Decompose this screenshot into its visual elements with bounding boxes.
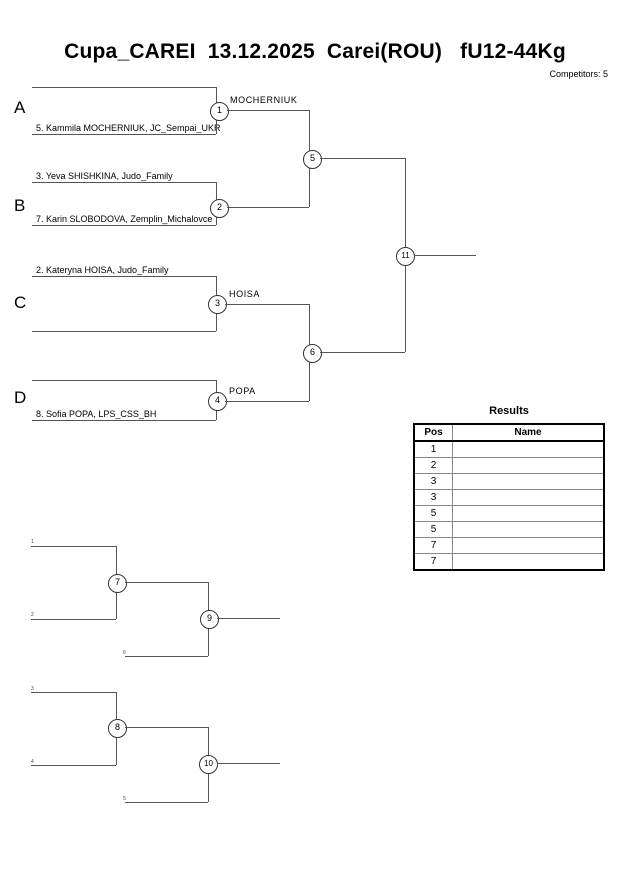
- slot-line-d1: [32, 380, 216, 381]
- slot-line-d2: [32, 420, 216, 421]
- results-col-pos: Pos: [413, 423, 453, 442]
- results-cell-name[interactable]: [452, 440, 605, 458]
- match-node-11[interactable]: 11: [396, 247, 415, 266]
- results-row: 1: [413, 440, 605, 458]
- results-cell-name[interactable]: [452, 553, 605, 571]
- slot-line-b1: [32, 182, 216, 183]
- results-col-name: Name: [452, 423, 605, 442]
- feed-line-8-to-10: [125, 727, 208, 728]
- match-node-2[interactable]: 2: [210, 199, 229, 218]
- feed-line-7-to-9: [125, 582, 208, 583]
- results-cell-name[interactable]: [452, 489, 605, 506]
- page-title: Cupa_CAREI 13.12.2025 Carei(ROU) fU12-44…: [64, 40, 566, 63]
- results-row: 7: [413, 553, 605, 571]
- results-cell-pos: 7: [413, 553, 453, 571]
- results-header-row: Pos Name: [413, 423, 605, 442]
- repechage-10-output-line: [217, 763, 280, 764]
- slot-line-a2: [32, 134, 216, 135]
- repechage-feed-label-3: 3: [31, 686, 34, 692]
- results-row: 2: [413, 457, 605, 474]
- slot-line-b2: [32, 225, 216, 226]
- results-cell-pos: 1: [413, 440, 453, 458]
- match-node-10[interactable]: 10: [199, 755, 218, 774]
- repechage-9-output-line: [217, 618, 280, 619]
- winner-label-match4: POPA: [229, 386, 256, 396]
- results-cell-name[interactable]: [452, 537, 605, 554]
- feed-line-1-to-5: [227, 110, 309, 111]
- match-node-3[interactable]: 3: [208, 295, 227, 314]
- repechage-line-8-bottom: [31, 765, 116, 766]
- final-output-line: [414, 255, 476, 256]
- results-cell-pos: 5: [413, 505, 453, 522]
- results-row: 5: [413, 521, 605, 538]
- entrant-name-b1: 3. Yeva SHISHKINA, Judo_Family: [36, 171, 173, 181]
- feed-line-5-to-11: [320, 158, 405, 159]
- results-cell-pos: 2: [413, 457, 453, 474]
- feed-line-5-to-10: [125, 802, 208, 803]
- feed-line-3-to-6: [225, 304, 309, 305]
- results-cell-name[interactable]: [452, 473, 605, 490]
- repechage-feed-label-2: 2: [31, 612, 34, 618]
- competitors-count: Competitors: 5: [549, 69, 608, 79]
- entrant-name-b2: 7. Karin SLOBODOVA, Zemplin_Michalovce: [36, 214, 213, 224]
- group-label-d: D: [14, 388, 27, 407]
- repechage-feed-label-1: 1: [31, 539, 34, 545]
- match-node-5[interactable]: 5: [303, 150, 322, 169]
- group-label-b: B: [14, 196, 26, 215]
- results-cell-pos: 5: [413, 521, 453, 538]
- match-node-1[interactable]: 1: [210, 102, 229, 121]
- repechage-feed-label-4: 4: [31, 759, 34, 765]
- slot-line-c1: [32, 276, 216, 277]
- winner-label-match3: HOISA: [229, 289, 261, 299]
- results-row: 3: [413, 473, 605, 490]
- repechage-line-7-bottom: [31, 619, 116, 620]
- feed-line-6-to-9: [125, 656, 208, 657]
- results-cell-name[interactable]: [452, 457, 605, 474]
- match-node-7[interactable]: 7: [108, 574, 127, 593]
- match-node-8[interactable]: 8: [108, 719, 127, 738]
- slot-line-c2: [32, 331, 216, 332]
- feed-line-4-to-6: [225, 401, 309, 402]
- repechage-feed-label-6: 6: [123, 650, 126, 656]
- results-cell-name[interactable]: [452, 505, 605, 522]
- results-cell-pos: 3: [413, 473, 453, 490]
- feed-line-6-to-11: [320, 352, 405, 353]
- match-node-6[interactable]: 6: [303, 344, 322, 363]
- results-row: 3: [413, 489, 605, 506]
- results-cell-name[interactable]: [452, 521, 605, 538]
- repechage-line-8-top: [31, 692, 116, 693]
- match-node-9[interactable]: 9: [200, 610, 219, 629]
- results-row: 5: [413, 505, 605, 522]
- group-label-c: C: [14, 293, 27, 312]
- entrant-name-a2: 5. Kammila MOCHERNIUK, JC_Sempai_UKR: [36, 123, 221, 133]
- results-cell-pos: 3: [413, 489, 453, 506]
- results-row: 7: [413, 537, 605, 554]
- repechage-line-7-top: [31, 546, 116, 547]
- entrant-name-d2: 8. Sofia POPA, LPS_CSS_BH: [36, 409, 157, 419]
- repechage-feed-label-5: 5: [123, 796, 126, 802]
- winner-label-match1: MOCHERNIUK: [230, 95, 298, 105]
- slot-line-a1: [32, 87, 216, 88]
- results-title: Results: [489, 405, 529, 417]
- results-cell-pos: 7: [413, 537, 453, 554]
- feed-line-2-to-5: [227, 207, 309, 208]
- group-label-a: A: [14, 98, 26, 117]
- entrant-name-c1: 2. Kateryna HOISA, Judo_Family: [36, 265, 169, 275]
